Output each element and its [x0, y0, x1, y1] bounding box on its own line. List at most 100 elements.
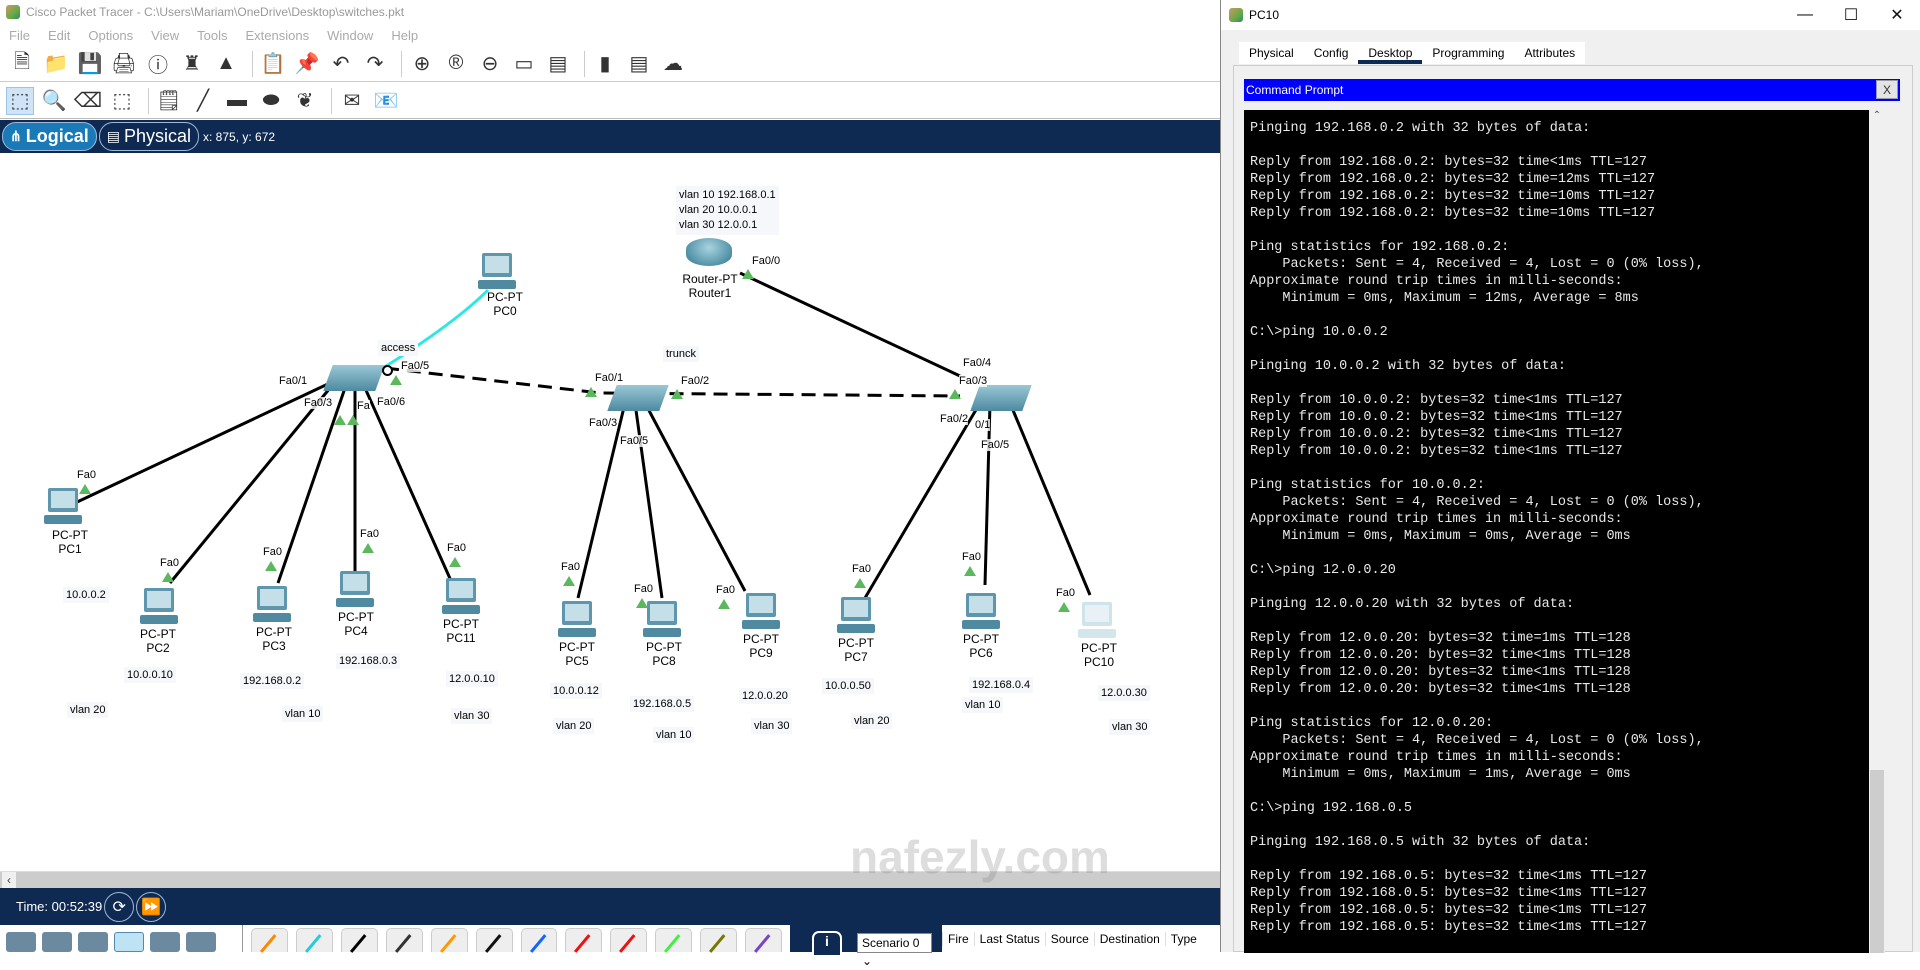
note-icon[interactable]: 🗒 — [156, 90, 182, 112]
freeform-icon[interactable]: ❦ — [296, 90, 314, 112]
connections-icon[interactable] — [114, 932, 144, 952]
delete-icon[interactable]: ⌫ — [73, 90, 103, 112]
copper-straight-icon[interactable] — [340, 928, 378, 953]
info-icon[interactable]: ⓘ — [148, 55, 168, 77]
pc-icon[interactable] — [1078, 602, 1118, 642]
save-icon[interactable]: 💾 — [77, 53, 103, 75]
info-icon[interactable]: i — [812, 931, 842, 955]
multiuser-icon[interactable] — [186, 932, 216, 952]
activity-wizard-icon[interactable]: ▲ — [216, 52, 236, 74]
pc-icon[interactable] — [336, 571, 376, 611]
menu-options[interactable]: Options — [88, 27, 134, 43]
link-status-up — [563, 576, 575, 586]
auto-connection-icon[interactable] — [251, 928, 288, 953]
terminal-line — [1250, 460, 1863, 477]
line-icon[interactable]: ╱ — [196, 90, 210, 112]
end-devices-icon[interactable] — [42, 932, 72, 952]
pc-icon[interactable] — [253, 586, 293, 626]
pc-icon[interactable] — [742, 593, 782, 633]
zoom-out-icon[interactable]: ⊖ — [481, 53, 499, 75]
pc-icon[interactable] — [558, 601, 598, 641]
minimize-button[interactable]: — — [1797, 6, 1813, 23]
terminal-scrollbar[interactable]: ⌃ — [1869, 110, 1885, 953]
scroll-left-icon[interactable]: ‹ — [2, 872, 16, 888]
serial-dte-icon[interactable] — [610, 928, 648, 953]
power-cycle-button[interactable]: ⟳ — [104, 891, 135, 922]
phone-cable-icon[interactable] — [475, 928, 513, 953]
open-icon[interactable]: 📁 — [43, 53, 69, 75]
ellipse-icon[interactable]: ⬬ — [262, 89, 280, 111]
fast-forward-button[interactable]: ⏩ — [136, 891, 167, 922]
zoom-in-icon[interactable]: ⊕ — [413, 53, 431, 75]
close-button[interactable]: ✕ — [1890, 7, 1904, 24]
select-icon[interactable]: ⬚ — [6, 86, 34, 115]
maximize-button[interactable]: ☐ — [1843, 7, 1859, 24]
usb-cable-icon[interactable] — [745, 928, 783, 953]
tab-physical[interactable]: Physical — [1249, 46, 1294, 60]
window-icon[interactable]: ▭ — [514, 53, 534, 75]
scroll-thumb[interactable] — [1870, 770, 1884, 953]
undo-icon[interactable]: ↶ — [332, 53, 350, 75]
pc-icon[interactable] — [140, 588, 180, 628]
router-name: Router1 — [688, 286, 732, 300]
complex-pdu-icon[interactable]: 📧 — [373, 90, 399, 112]
switch-1-icon[interactable] — [970, 385, 1032, 411]
iot-custom-cable-icon[interactable] — [700, 928, 738, 953]
terminal-output[interactable]: Pinging 192.168.0.2 with 32 bytes of dat… — [1244, 110, 1869, 953]
new-icon[interactable]: 🗎 — [13, 50, 31, 73]
scroll-up-icon[interactable]: ⌃ — [1872, 110, 1882, 121]
tab-attributes[interactable]: Attributes — [1524, 46, 1576, 60]
list-icon[interactable]: ▤ — [548, 53, 568, 75]
cloud-viewport-icon[interactable]: ☁ — [663, 53, 683, 75]
menu-help[interactable]: Help — [391, 27, 419, 43]
router-icon[interactable] — [686, 238, 732, 266]
resize-icon[interactable]: ⬚ — [112, 90, 132, 112]
logical-mode-button[interactable]: ⋔ Logical — [2, 122, 97, 151]
menu-view[interactable]: View — [151, 27, 180, 43]
menu-tools[interactable]: Tools — [197, 27, 228, 43]
menu-edit[interactable]: Edit — [47, 27, 71, 43]
copper-cross-icon[interactable] — [385, 928, 423, 953]
pc-icon[interactable] — [837, 597, 877, 637]
menu-extensions[interactable]: Extensions — [245, 27, 310, 43]
pc-icon[interactable] — [643, 601, 683, 641]
scenario-select[interactable]: Scenario 0 ⌄ — [857, 933, 932, 968]
serial-dce-icon[interactable] — [565, 928, 603, 953]
network-devices-icon[interactable] — [6, 932, 36, 952]
console-cable-icon[interactable] — [295, 928, 333, 953]
horizontal-scrollbar[interactable]: ‹ — [0, 871, 1220, 888]
redo-icon[interactable]: ↷ — [366, 53, 384, 75]
inspect-icon[interactable]: 🔍 — [41, 90, 67, 112]
network-wizard-icon[interactable]: ♜ — [183, 53, 201, 75]
pc-icon[interactable] — [478, 253, 518, 293]
fiber-icon[interactable] — [430, 928, 468, 953]
zoom-reset-icon[interactable]: ® — [448, 52, 464, 74]
components-icon[interactable] — [78, 932, 108, 952]
pc-icon[interactable] — [962, 593, 1002, 633]
tab-programming[interactable]: Programming — [1432, 46, 1505, 60]
paste-icon[interactable]: 📌 — [294, 53, 320, 75]
terminal-line: Packets: Sent = 4, Received = 4, Lost = … — [1250, 733, 1704, 748]
command-prompt-close-button[interactable]: X — [1876, 80, 1898, 99]
logical-workspace[interactable]: vlan 10 192.168.0.1 vlan 20 10.0.0.1 vla… — [0, 153, 1220, 873]
vlan-note: vlan 30 — [1109, 719, 1151, 735]
menu-window[interactable]: Window — [327, 27, 374, 43]
server-rack-icon[interactable]: ▤ — [629, 53, 649, 75]
menu-file[interactable]: File — [9, 27, 30, 43]
tab-desktop[interactable]: Desktop — [1358, 42, 1423, 64]
octal-cable-icon[interactable] — [655, 928, 693, 953]
copy-icon[interactable]: 📋 — [260, 53, 286, 75]
coaxial-icon[interactable] — [520, 928, 558, 953]
tab-config[interactable]: Config — [1313, 46, 1349, 60]
simple-pdu-icon[interactable]: ✉ — [343, 90, 361, 112]
pc-icon[interactable] — [44, 488, 84, 528]
print-icon[interactable]: 🖨 — [111, 53, 137, 75]
switch-0-icon[interactable] — [323, 365, 385, 391]
miscellaneous-icon[interactable] — [150, 932, 180, 952]
window-title: Cisco Packet Tracer - C:\Users\Mariam\On… — [26, 5, 405, 19]
pc-icon[interactable] — [442, 578, 482, 618]
rectangle-icon[interactable]: ▬ — [227, 89, 247, 111]
custom-device-icon[interactable]: ▮ — [599, 53, 611, 75]
switch-2-icon[interactable] — [607, 385, 669, 411]
physical-mode-button[interactable]: ▤ Physical — [98, 122, 200, 151]
